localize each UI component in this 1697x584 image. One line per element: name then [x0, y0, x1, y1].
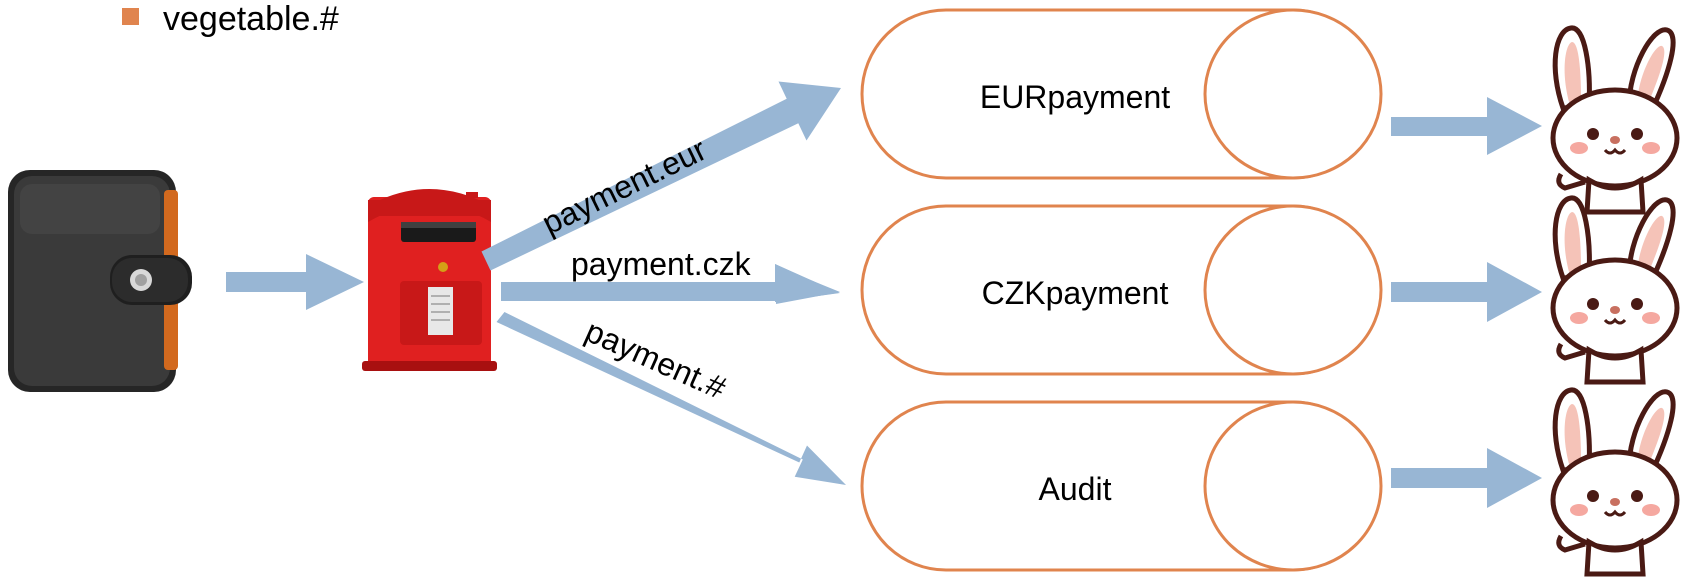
- rabbit-icon: [1550, 387, 1680, 577]
- queue-eur: EURpayment: [860, 8, 1383, 180]
- arrow-binding-czk-line: [501, 283, 776, 301]
- wallet-icon: [8, 170, 192, 392]
- queue-audit: Audit: [860, 400, 1383, 572]
- queue-label-audit: Audit: [1039, 471, 1112, 507]
- rabbit-icon: [1550, 195, 1680, 385]
- arrow-queue-czk-to-consumer: [1391, 262, 1542, 322]
- arrow-queue-audit-to-consumer: [1391, 448, 1542, 508]
- arrow-binding-eur: [481, 81, 841, 271]
- arrow-binding-all: [496, 312, 846, 485]
- binding-label-eur: payment.eur: [536, 131, 712, 241]
- rabbit-icon: [1550, 25, 1680, 215]
- bullet-text: vegetable.#: [163, 0, 339, 38]
- arrow-queue-eur-to-consumer: [1391, 97, 1542, 155]
- queue-czk: CZKpayment: [860, 204, 1383, 376]
- bullet-square: [122, 8, 139, 25]
- arrow-producer-to-exchange: [226, 254, 364, 310]
- binding-label-czk: payment.czk: [571, 246, 752, 282]
- queue-label-eur: EURpayment: [980, 79, 1170, 115]
- mailbox-icon: [362, 189, 497, 371]
- queue-label-czk: CZKpayment: [982, 275, 1169, 311]
